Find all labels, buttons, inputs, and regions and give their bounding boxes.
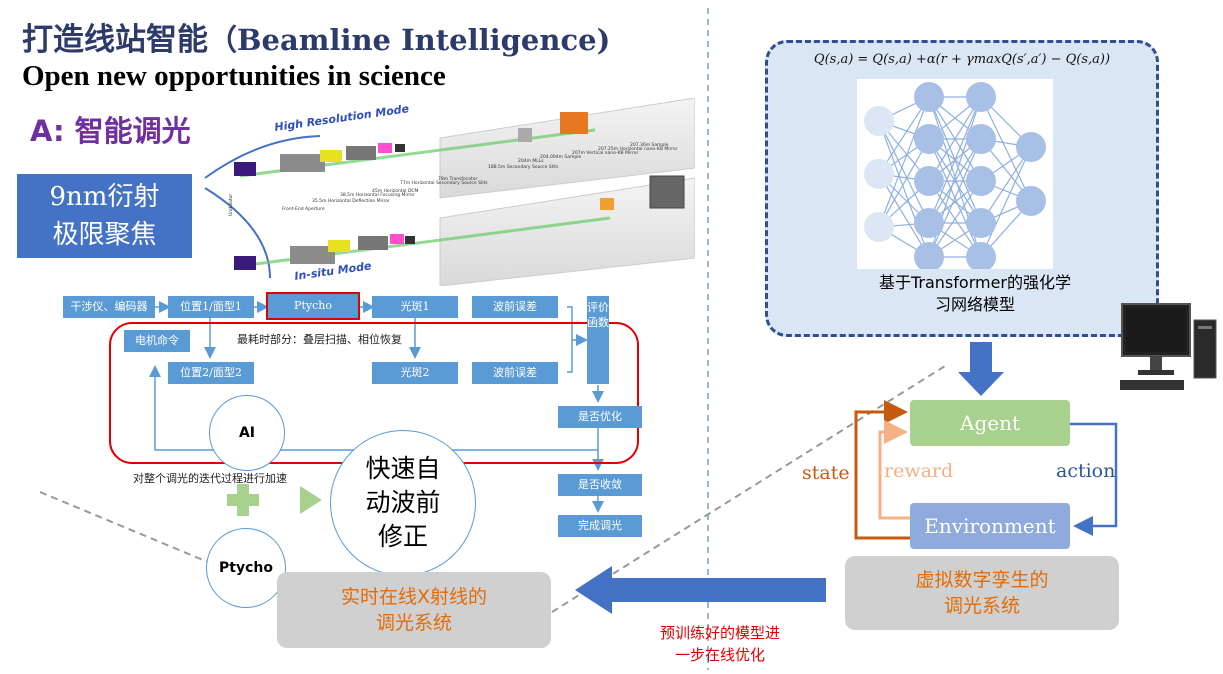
nn-connection xyxy=(928,96,982,224)
nn-connection xyxy=(878,138,930,228)
comp-label: Front-End Aperture xyxy=(282,206,325,212)
nn-node xyxy=(864,159,894,189)
converged-box: 是否收敛 xyxy=(558,474,642,496)
comp-label: 207.36m Sample xyxy=(630,142,669,148)
page-title: 打造线站智能（Beamline Intelligence) xyxy=(22,14,610,59)
spot1-box: 光斑1 xyxy=(372,296,458,318)
nn-connection xyxy=(980,146,1032,224)
caption-line-1: 基于Transformer的强化学 xyxy=(878,273,1071,292)
comp-label: 207m Vertical nano-KB Mirror xyxy=(572,150,638,156)
beamline-component-labels: Undulator Front-End Aperture 35.5m Horiz… xyxy=(228,142,678,216)
interferometer-box: 干涉仪、编码器 xyxy=(63,296,155,318)
environment-box: Environment xyxy=(910,503,1070,549)
realtime-line-1: 实时在线X射线的 xyxy=(340,586,488,608)
ptycho-box: Ptycho xyxy=(266,292,360,320)
comp-label: 45m Horizontal DCM xyxy=(372,188,419,194)
ai-circle: AI xyxy=(209,395,285,471)
beamline-illustration: High Resolution Mode In-situ Mode Undula… xyxy=(204,98,695,286)
position1-box: 位置1/面型1 xyxy=(168,296,254,318)
reward-label: reward xyxy=(884,460,954,482)
state-label: state xyxy=(802,462,850,484)
comp-label: Undulator xyxy=(228,194,234,216)
done-box: 完成调光 xyxy=(558,515,642,537)
nn-connection xyxy=(878,173,930,258)
motor-box: 电机命令 xyxy=(124,330,190,352)
wavefront2-box: 波前误差 xyxy=(472,362,558,384)
transfer-line-2: 一步在线优化 xyxy=(674,646,765,664)
twin-line-1: 虚拟数字孪生的 xyxy=(915,569,1049,591)
title-cn: 打造线站智能 xyxy=(22,22,208,58)
nn-connection xyxy=(980,146,1032,258)
wavefront1-box: 波前误差 xyxy=(472,296,558,318)
twin-line-2: 调光系统 xyxy=(943,595,1020,617)
nn-node xyxy=(914,242,944,269)
accel-note: 对整个调光的迭代过程进行加速 xyxy=(133,472,287,485)
nn-connection xyxy=(878,120,930,224)
nn-node xyxy=(1016,132,1046,162)
nn-node xyxy=(966,82,996,112)
bottleneck-note: 最耗时部分：叠层扫描、相位恢复 xyxy=(237,333,402,346)
undulator-bottom-icon xyxy=(234,256,256,270)
nn-node xyxy=(966,208,996,238)
comp-label: 78m Transfocator xyxy=(438,176,478,182)
comp-label: 188.5m Secondary Source Slits xyxy=(488,164,559,170)
focus-line-2: 极限聚焦 xyxy=(52,220,157,250)
eval-box: 评价函数 xyxy=(587,296,609,384)
comp-label: 207.25m Horizontal nano-KB Mirror xyxy=(598,146,678,152)
comp-label: 204m MLLs xyxy=(518,158,544,164)
fast-line-2: 动波前 xyxy=(365,488,441,517)
q-learning-formula: Q(s,a) = Q(s,a) +α(r + γmaxQ(s′,a′) − Q(… xyxy=(813,52,1111,67)
caption-line-2: 习网络模型 xyxy=(934,295,1015,314)
nn-connection xyxy=(878,96,930,175)
digital-twin-box: 虚拟数字孪生的 调光系统 xyxy=(845,556,1119,630)
nn-node xyxy=(914,124,944,154)
fast-line-3: 修正 xyxy=(377,522,428,551)
nn-node xyxy=(966,242,996,269)
nn-connection xyxy=(928,138,982,258)
fast-line-1: 快速自 xyxy=(365,454,441,483)
nn-node xyxy=(966,166,996,196)
transfer-line-1: 预训练好的模型进 xyxy=(659,624,780,642)
spot2-box: 光斑2 xyxy=(372,362,458,384)
nn-connection xyxy=(928,180,982,258)
focus-box: 9nm衍射 极限聚焦 xyxy=(17,174,192,258)
neural-network-icon xyxy=(857,79,1053,269)
ptycho-circle: Ptycho xyxy=(206,528,286,608)
action-label: action xyxy=(1056,460,1116,482)
nn-node xyxy=(1016,186,1046,216)
comp-label: 35.5m Horizontal Deflection Mirror xyxy=(312,198,390,204)
nn-node xyxy=(864,106,894,136)
position2-box: 位置2/面型2 xyxy=(168,362,254,384)
computer-icon xyxy=(1120,303,1217,390)
realtime-system-box: 实时在线X射线的 调光系统 xyxy=(277,572,551,648)
nn-node xyxy=(966,124,996,154)
nn-connection xyxy=(928,96,982,182)
nn-node xyxy=(914,166,944,196)
comp-label: 38.5m Horizontal Focusing Mirror xyxy=(340,192,415,198)
comp-label: 77m Horizontal Secondary Source Slits xyxy=(400,180,488,186)
realtime-line-2: 调光系统 xyxy=(375,612,452,634)
title-en: （Beamline Intelligence) xyxy=(208,23,611,57)
optimized-box: 是否优化 xyxy=(558,406,642,428)
section-label: A: 智能调光 xyxy=(30,114,191,148)
nn-connection xyxy=(928,138,982,224)
nn-connection xyxy=(878,96,930,228)
agent-box: Agent xyxy=(910,400,1070,446)
nn-caption: 基于Transformer的强化学 习网络模型 xyxy=(820,272,1130,316)
page-subtitle: Open new opportunities in science xyxy=(22,60,446,92)
transfer-note: 预训练好的模型进 一步在线优化 xyxy=(630,622,810,666)
nn-connection xyxy=(980,96,1032,202)
nn-node xyxy=(864,212,894,242)
undulator-top-icon xyxy=(234,162,256,176)
nn-node xyxy=(914,208,944,238)
comp-label: 204.004m Sample xyxy=(540,154,582,160)
nn-node xyxy=(914,82,944,112)
focus-line-1: 9nm衍射 xyxy=(49,182,160,212)
